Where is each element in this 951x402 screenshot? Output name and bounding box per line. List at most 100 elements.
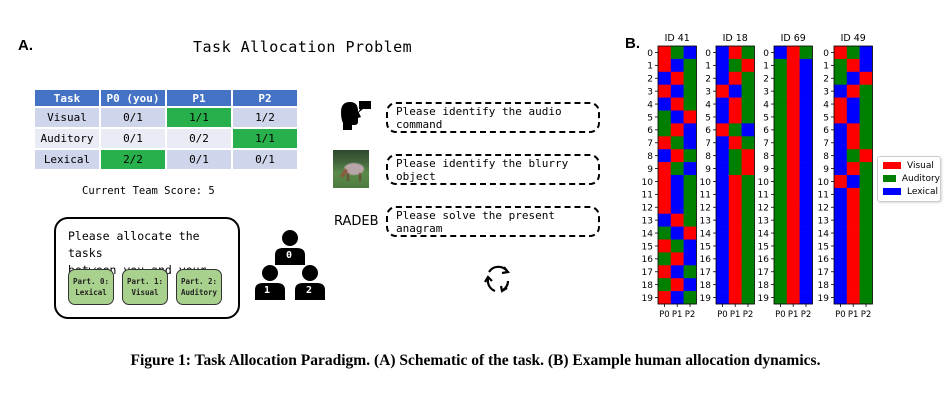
heatmap-cell [859,97,873,111]
y-tick-label: 8 [647,152,653,162]
heatmap-cell [741,239,755,253]
heatmap-cell [859,110,873,124]
y-tick-label: 18 [700,281,712,291]
heatmap-cell [683,162,697,176]
heatmap-cell [774,46,788,60]
heatmap-cell [683,187,697,202]
y-tick-label: 3 [823,87,829,97]
y-tick-label: 2 [823,75,829,85]
participant-0-button[interactable]: Part. 0: Lexical [68,269,114,305]
y-tick-label: 16 [758,255,770,265]
cycle-arrows-icon [481,262,515,296]
heatmap-cell [786,200,800,214]
heatmap-cell [683,265,697,279]
heatmap-cell [859,136,873,150]
heatmap-cell [658,291,672,305]
legend-swatch [883,175,896,182]
heatmap-cell [741,265,755,279]
y-tick-label: 15 [758,242,769,252]
heatmap-cell [774,84,788,98]
heatmap-cell [716,58,730,73]
heatmap-cell [799,123,813,137]
heatmap-cell [799,265,813,279]
heatmap-cell [683,84,697,98]
part-task: Visual [131,288,159,297]
heatmap-cell [716,71,730,85]
y-tick-label: 12 [700,204,711,214]
heatmap-cell [799,149,813,163]
participant-1-button[interactable]: Part. 1: Visual [122,269,168,305]
y-tick-label: 18 [818,281,830,291]
heatmap-cell [741,213,755,227]
y-tick-label: 5 [705,113,711,123]
heatmap-cell [786,278,800,292]
heatmap-cell [834,110,848,124]
heatmap-cell [786,187,800,202]
person-number: 0 [286,250,293,261]
heatmap-cell [846,239,860,253]
y-tick-label: 16 [818,255,830,265]
heatmap-cell [658,226,672,240]
heatmap-cell [846,149,860,163]
table-header: P2 [233,90,297,106]
score-cell: 0/1 [233,150,297,169]
heatmap-cell [786,84,800,98]
heatmap-cell [834,97,848,111]
y-tick-label: 10 [642,178,654,188]
heatmap-cell [799,71,813,85]
heatmap-cell [658,58,672,73]
y-tick-label: 9 [823,165,829,175]
heatmap-cell [859,162,873,176]
y-tick-label: 19 [758,294,770,304]
heatmap-cell [799,58,813,73]
score-cell: 2/2 [101,150,165,169]
heatmap-cell [658,252,672,266]
heatmap-cell [774,252,788,266]
heatmap-cell [774,110,788,124]
heatmap-cell [728,239,742,253]
y-tick-label: 1 [705,62,711,72]
y-tick-label: 10 [818,178,830,188]
heatmap-cell [683,252,697,266]
heatmap-cell [786,265,800,279]
heatmap-cell [859,71,873,85]
blurry-image-thumbnail [333,150,369,188]
table-row: Visual 0/1 1/1 1/2 [35,108,297,127]
heatmap-cell [670,71,684,85]
heatmap-cell [670,175,684,189]
y-tick-label: 16 [642,255,654,265]
participant-2-button[interactable]: Part. 2: Auditory [176,269,222,305]
heatmap-cell [786,291,800,305]
heatmap-cell [834,252,848,266]
heatmap-cell [728,162,742,176]
heatmap-cell [670,136,684,150]
y-tick-label: 6 [647,126,653,136]
heatmap-cell [786,71,800,85]
heatmap-cell [670,213,684,227]
heatmap-cell [786,110,800,124]
y-tick-label: 7 [647,139,653,149]
heatmap-cell [846,84,860,98]
heatmap-cell [716,252,730,266]
y-tick-label: 17 [642,268,653,278]
heatmap-cell [683,213,697,227]
heatmap-cell [716,136,730,150]
heatmap-cell [741,226,755,240]
heatmap-cell [683,46,697,60]
panel-a-label: A. [18,37,33,54]
y-tick-label: 12 [642,204,653,214]
part-title: Part. 2: [180,277,218,286]
heatmap-cell [670,123,684,137]
table-row: Lexical 2/2 0/1 0/1 [35,150,297,169]
heatmap-cell [774,239,788,253]
y-tick-label: 14 [642,229,654,239]
heatmap-cell [774,226,788,240]
heatmap-cell [658,110,672,124]
heatmap-cell [670,226,684,240]
anagram-stimulus: RADEB [334,214,379,229]
heatmap-cell [846,46,860,60]
heatmap-cell [774,175,788,189]
heatmap-cell [683,278,697,292]
heatmap-cell [834,149,848,163]
y-tick-label: 9 [705,165,711,175]
